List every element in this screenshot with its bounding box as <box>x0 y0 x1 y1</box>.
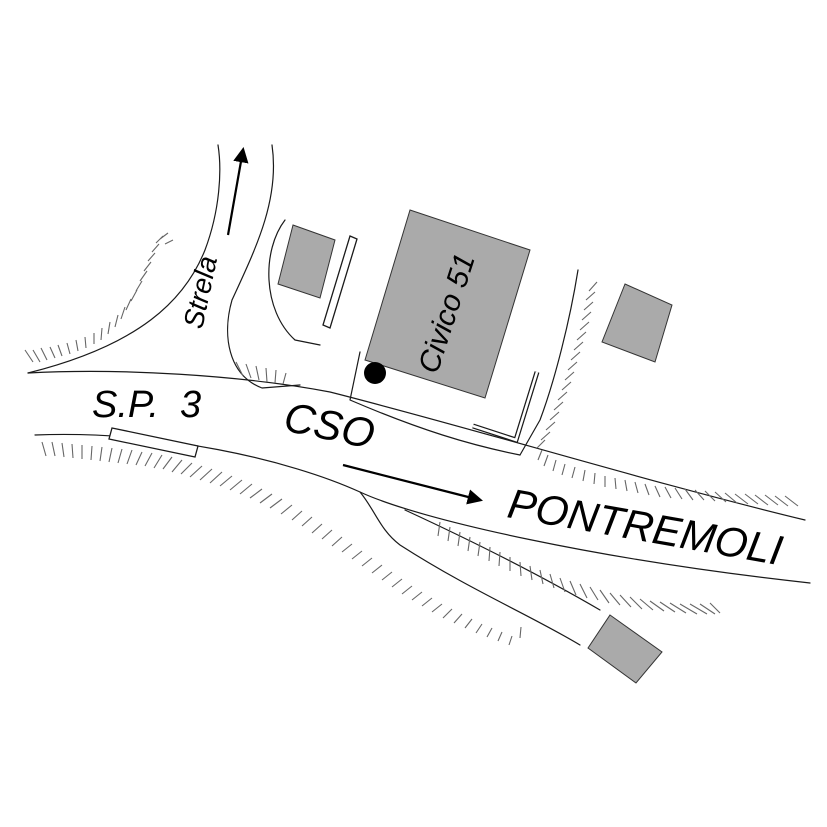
civico-lot-edge <box>349 351 521 456</box>
main-road-south-edge <box>34 433 811 584</box>
embankment-sp3-south <box>41 441 522 646</box>
embankments <box>24 232 799 646</box>
building-east <box>601 283 673 363</box>
east-lot-edge <box>519 269 579 456</box>
wall-strip-north <box>322 235 358 329</box>
embankment-strela-west <box>24 232 174 363</box>
walls <box>108 235 540 458</box>
label-pontremoli: PONTREMOLI <box>504 480 786 575</box>
label-cso: CSO <box>280 393 379 458</box>
access-road-west-edge <box>268 219 321 346</box>
building-northwest <box>277 224 336 299</box>
main-road-north-edge <box>27 370 806 521</box>
embankment-strela-inner <box>235 361 287 385</box>
strela-road-west-edge <box>27 144 221 374</box>
branch-road-edge-right <box>404 509 601 611</box>
wall-strip-sp3 <box>108 427 199 458</box>
building-civico-51 <box>364 209 531 399</box>
label-strela: Strela <box>178 253 224 331</box>
embankment-branch-east <box>437 521 721 615</box>
buildings <box>277 209 673 684</box>
embankment-east-slope <box>536 281 799 507</box>
label-sp3: S.P. 3 <box>92 384 201 426</box>
direction-arrow-east <box>342 463 483 505</box>
building-southeast <box>587 614 663 684</box>
direction-arrow-north <box>226 146 249 236</box>
wall-corner-east-inner <box>472 371 539 442</box>
location-dot <box>364 362 386 384</box>
branch-road-edge-left <box>359 491 581 646</box>
